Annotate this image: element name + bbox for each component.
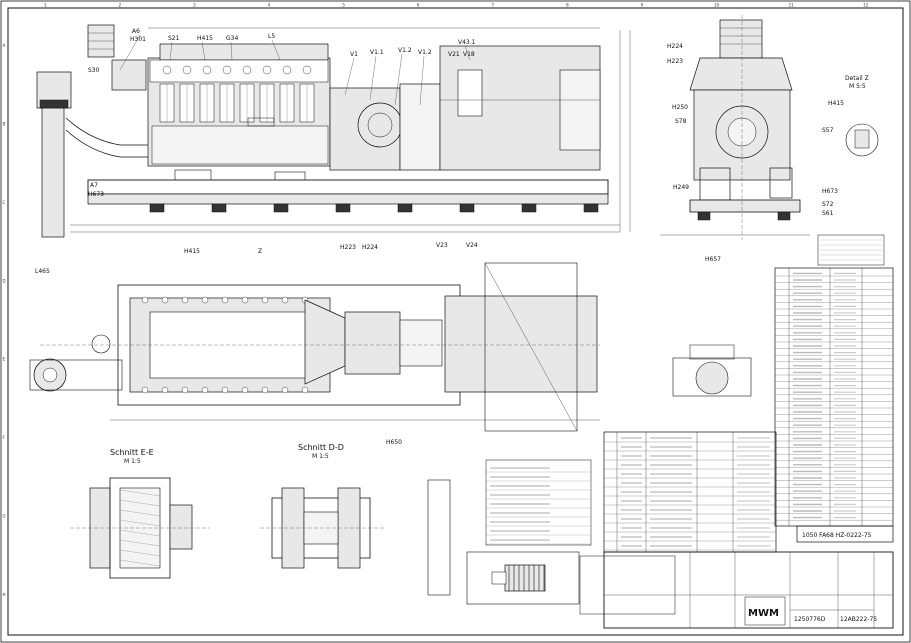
detail-z-scale: M 5:5 xyxy=(849,83,866,90)
section-d-scale: M 1:5 xyxy=(312,453,329,460)
label-h673-front: H673 xyxy=(822,188,838,195)
coupling-detail-view xyxy=(672,344,752,397)
label-v431: V43.1 xyxy=(458,39,476,46)
label-v112: V1.2 xyxy=(418,49,432,56)
zone-letter: D xyxy=(3,278,6,283)
label-h223-plan: H223 xyxy=(340,244,356,251)
zone-number: 11 xyxy=(789,3,795,8)
parts-list-table xyxy=(774,267,894,527)
drawing-number: 1250776D xyxy=(794,616,826,623)
label-v18: V18 xyxy=(463,51,475,58)
section-e-e: Schnitt E-E M 1:5 xyxy=(70,448,210,579)
label-h224-plan: H224 xyxy=(362,244,378,251)
drawing-reference: 1050 FA68 HZ-0222-75 xyxy=(802,532,872,539)
label-s30: S30 xyxy=(88,67,100,74)
label-s21: S21 xyxy=(168,35,180,42)
detail-z-title: Detail Z xyxy=(845,75,869,82)
label-g34: G34 xyxy=(226,35,238,42)
zone-number: 1 xyxy=(44,3,47,8)
plan-view: H415 Z H223 H224 L465 H650 xyxy=(29,244,600,446)
generator-coupling-inset xyxy=(466,551,676,615)
side-view: A6 H301 S21 H415 G34 L5 V1 V1.1 V1.2 V1.… xyxy=(36,24,631,249)
section-e-title: Schnitt E-E xyxy=(110,448,154,457)
label-h250: H250 xyxy=(672,104,688,111)
label-v11: V1.1 xyxy=(370,49,384,56)
label-h415-plan: H415 xyxy=(184,248,200,255)
revision-table xyxy=(603,431,777,553)
label-a7: A7 xyxy=(90,182,98,189)
zone-letter: G xyxy=(3,513,6,518)
label-a6: A6 xyxy=(132,28,140,35)
label-v12: V1.2 xyxy=(398,47,412,54)
label-l5: L5 xyxy=(268,33,275,40)
title-block: MWM 1250776D 12AB222-75 xyxy=(603,551,894,629)
label-z: Z xyxy=(258,248,262,255)
label-l465: L465 xyxy=(35,268,50,275)
reference-box xyxy=(796,525,894,543)
section-e-scale: M 1:5 xyxy=(124,458,141,465)
label-h301: H301 xyxy=(130,36,146,43)
zone-number: 3 xyxy=(193,3,196,8)
zone-letter: C xyxy=(3,200,6,205)
zone-number: 5 xyxy=(342,3,345,8)
zone-letter: H xyxy=(3,592,6,597)
section-d-d: Schnitt D-D M 1:5 xyxy=(260,443,451,596)
label-v21: V21 xyxy=(448,51,460,58)
label-h650: H650 xyxy=(386,439,402,446)
label-v24: V24 xyxy=(466,242,478,249)
zone-number: 9 xyxy=(641,3,644,8)
zone-number: 2 xyxy=(119,3,122,8)
label-h657: H657 xyxy=(705,256,721,263)
label-h249: H249 xyxy=(673,184,689,191)
zone-number: 8 xyxy=(566,3,569,8)
label-h415-side: H415 xyxy=(197,35,213,42)
label-s78: S78 xyxy=(675,118,687,125)
inner-border xyxy=(7,7,904,636)
front-view: Detail Z M 5:5 H224 H223 H250 S78 H249 H… xyxy=(660,15,885,266)
label-h415-front: H415 xyxy=(828,100,844,107)
zone-letter: E xyxy=(3,357,6,362)
company-logo: MWM xyxy=(748,608,779,619)
sheet-reference: 12AB222-75 xyxy=(840,616,877,623)
zone-letter: F xyxy=(3,435,6,440)
label-s57: S57 xyxy=(822,127,834,134)
zone-number: 10 xyxy=(714,3,720,8)
zone-number: 7 xyxy=(492,3,495,8)
label-v1: V1 xyxy=(350,51,358,58)
label-h223-front: H223 xyxy=(667,58,683,65)
label-h673-side: H673 xyxy=(88,191,104,198)
zone-number: 4 xyxy=(268,3,271,8)
zone-markers-left: A B C D E F G H xyxy=(3,43,6,597)
zone-letter: B xyxy=(3,122,6,127)
zone-letter: A xyxy=(3,43,6,48)
label-h224-front: H224 xyxy=(667,43,683,50)
label-s72: S72 xyxy=(822,201,834,208)
label-v23: V23 xyxy=(436,242,448,249)
notes-table xyxy=(485,459,592,546)
label-s61: S61 xyxy=(822,210,834,217)
section-d-title: Schnitt D-D xyxy=(298,443,344,452)
zone-number: 6 xyxy=(417,3,420,8)
zone-number: 12 xyxy=(863,3,869,8)
